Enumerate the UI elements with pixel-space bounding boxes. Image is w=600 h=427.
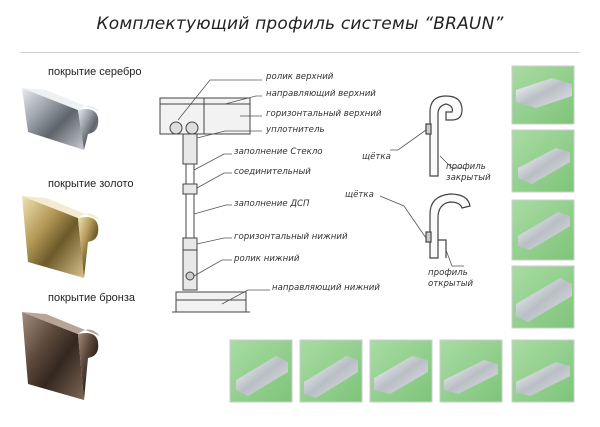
label-open-brush: щётка: [345, 190, 374, 200]
label-closed-brush: щётка: [362, 152, 391, 162]
thumbnail-bottom-1: [229, 339, 293, 403]
thumbnail-right-3: [511, 199, 575, 261]
bronze-profile: [22, 312, 100, 400]
thumbnail-right-2: [511, 129, 575, 193]
label-bottom-guide: направляющий нижний: [272, 283, 380, 293]
gold-profile: [22, 196, 100, 278]
label-bottom-roller: ролик нижний: [234, 254, 300, 264]
coating-label-silver: покрытие серебро: [48, 66, 142, 78]
thumbnail-bottom-4: [439, 339, 503, 403]
label-seal: уплотнитель: [266, 125, 325, 135]
label-chipboard-fill: заполнение ДСП: [234, 199, 310, 209]
coating-label-bronze: покрытие бронза: [48, 292, 136, 304]
label-top-horizontal: горизонтальный верхний: [266, 109, 382, 119]
label-closed-profile-1: профиль: [446, 162, 486, 172]
label-connector: соединительный: [234, 167, 311, 177]
label-bottom-horizontal: горизонтальный нижний: [234, 232, 348, 242]
page-title: Комплектующий профиль системы “BRAUN”: [96, 14, 504, 34]
label-closed-profile-2: закрытый: [446, 173, 491, 183]
label-open-profile-1: профиль: [428, 268, 468, 278]
label-open-profile-2: открытый: [428, 279, 474, 289]
title-divider: [20, 52, 580, 53]
label-glass-fill: заполнение Стекло: [234, 147, 323, 157]
label-top-roller: ролик верхний: [266, 72, 334, 82]
thumbnail-right-4: [511, 265, 575, 329]
label-top-guide: направляющий верхний: [266, 89, 376, 99]
thumbnail-bottom-2: [299, 339, 363, 403]
thumbnail-right-1: [511, 65, 575, 125]
coating-label-gold: покрытие золото: [48, 178, 134, 190]
thumbnail-bottom-5: [511, 339, 575, 403]
thumbnail-bottom-3: [369, 339, 433, 403]
silver-profile: [22, 88, 100, 150]
